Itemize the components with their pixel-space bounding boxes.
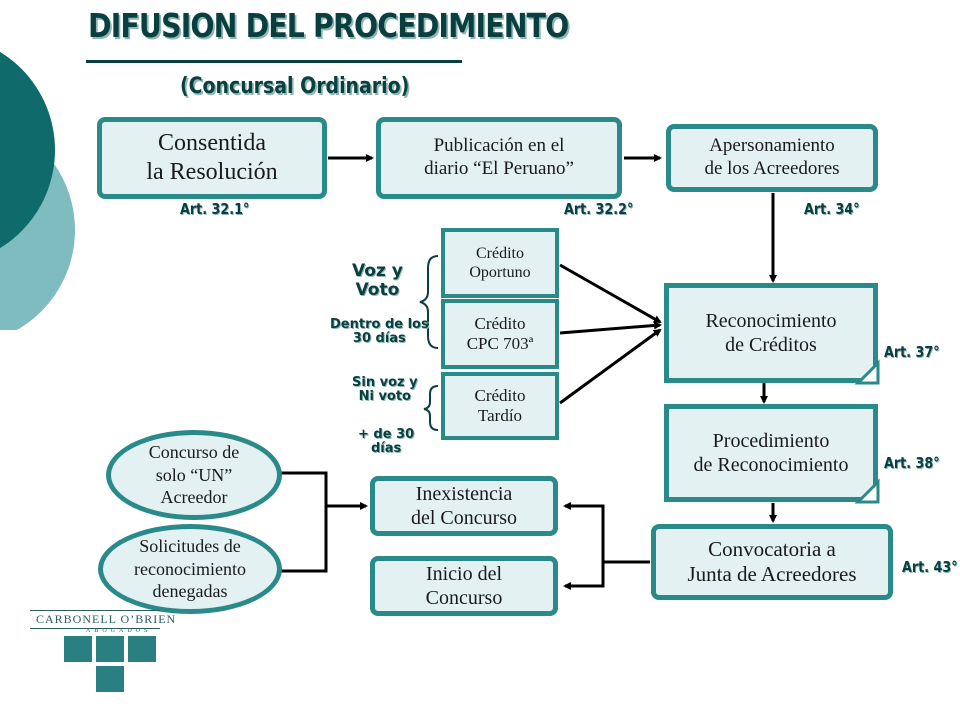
apersonamiento-box: Apersonamiento de los Acreedores [666,124,878,192]
arrow-to-inexistencia [563,502,605,562]
concurso-un-line3: Acreedor [160,487,228,508]
inexistencia-line2: del Concurso [410,507,518,529]
brace-sin-voz [423,385,439,431]
logo-square-1 [64,636,92,662]
credito-cpc-line1: Crédito [474,313,526,333]
reconocimiento-box: Reconocimiento de Créditos [664,283,878,383]
arrow-cpc-reconocimiento [559,321,662,335]
inicio-line1: Inicio del [425,563,503,585]
inexistencia-line1: Inexistencia [415,483,513,505]
art-43-label: Art. 43° [902,558,958,576]
logo-square-4 [96,666,124,692]
dentro-30-label: Dentro de los 30 días [330,317,429,347]
voz-voto-line1: Voz y [352,261,403,281]
arrow-tardio-reconocimiento [559,328,662,405]
concurso-un-oval: Concurso de solo “UN” Acreedor [106,430,282,520]
credito-oportuno-box: Crédito Oportuno [441,228,559,298]
arrow-oportuno-reconocimiento [559,263,662,324]
voz-voto-line2: Voto [355,279,400,300]
logo-square-3 [128,636,156,662]
dentro-line2: 30 días [352,331,406,347]
convocatoria-box: Convocatoria a Junta de Acreedores [651,524,893,600]
credito-cpc-line2: CPC 703ª [466,334,534,353]
solicitudes-line1: Solicitudes de [139,536,241,557]
concurso-un-line2: solo “UN” [155,464,233,485]
publicacion-line2: diario “El Peruano” [424,158,574,179]
inicio-box: Inicio del Concurso [370,556,558,616]
inexistencia-box: Inexistencia del Concurso [370,476,558,536]
logo-rule-top [30,610,160,611]
convocatoria-line1: Convocatoria a [708,536,836,561]
publicacion-box: Publicación en el diario “El Peruano” [376,117,622,199]
apersonamiento-line1: Apersonamiento [709,135,835,157]
procedimiento-box: Procedimiento de Reconocimiento [664,404,878,502]
consentida-box: Consentida la Resolución [97,117,327,199]
publicacion-line1: Publicación en el [433,135,565,157]
voz-voto-label: Voz y Voto [352,262,403,299]
sin-voz-line1: Sin voz y [352,375,418,390]
art-32-1-label: Art. 32.1° [180,200,250,218]
credito-tardio-line1: Crédito [474,385,526,405]
mas-30-line2: días [370,441,402,457]
procedimiento-line2: de Reconocimiento [693,454,849,476]
apersonamiento-line2: de los Acreedores [704,158,840,179]
logo-subtitle: ABOGADOS [86,628,152,634]
credito-oportuno-line2: Oportuno [469,264,531,281]
art-37-label: Art. 37° [884,343,940,361]
solicitudes-oval: Solicitudes de reconocimiento denegadas [98,524,282,614]
logo-name: CARBONELL O’BRIEN [36,612,177,626]
art-32-2-label: Art. 32.2° [564,200,634,218]
logo [26,606,186,706]
logo-square-2 [96,636,124,662]
logo-rule-bottom [30,628,160,629]
credito-tardio-line2: Tardío [477,406,523,425]
page-subtitle: (Concursal Ordinario) [180,74,410,99]
solicitudes-line2: reconocimiento [134,558,246,579]
art-34-label: Art. 34° [804,200,860,218]
solicitudes-line3: denegadas [152,581,228,602]
consentida-line1: Consentida [158,130,266,157]
convocatoria-line2: Junta de Acreedores [687,562,857,586]
credito-tardio-box: Crédito Tardío [441,372,559,440]
reconocimiento-line2: de Créditos [725,334,817,356]
procedimiento-line1: Procedimiento [712,430,830,452]
arrow-to-inicio [563,562,605,590]
concurso-un-line1: Concurso de [148,442,240,463]
page-title: DIFUSION DEL PROCEDIMIENTO [88,6,569,45]
mas-30-label: + de 30 días [358,427,415,457]
sin-voz-line2: Ni voto [358,389,411,405]
art-38-label: Art. 38° [884,454,940,472]
sin-voz-label: Sin voz y Ni voto [352,375,418,405]
credito-cpc-box: Crédito CPC 703ª [441,299,559,369]
consentida-line2: la Resolución [146,159,278,185]
brace-voz-voto [419,255,439,349]
mas-30-line1: + de 30 [358,427,415,442]
credito-oportuno-line1: Crédito [476,244,524,262]
inicio-line2: Concurso [425,587,503,609]
bracket-left [280,471,328,573]
decorative-circles [0,51,75,330]
title-underline [86,60,462,63]
reconocimiento-line1: Reconocimiento [705,310,837,332]
dentro-line1: Dentro de los [330,317,429,332]
